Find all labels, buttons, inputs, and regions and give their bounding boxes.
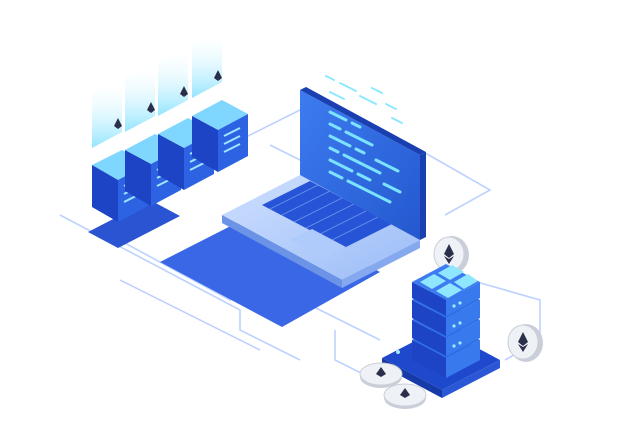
stack-top-tile: [420, 274, 446, 289]
status-lights: [452, 301, 462, 348]
ethereum-coin: [433, 236, 469, 274]
ethereum-icon: [518, 332, 528, 346]
glow-beam: [158, 46, 188, 116]
code-lines: [328, 110, 402, 204]
ethereum-icon: [444, 244, 454, 258]
ethereum-icon: [376, 367, 386, 377]
server-rack-group: [88, 30, 248, 248]
ethereum-coin: [359, 362, 403, 388]
floating-code: [325, 75, 403, 124]
glow-beam: [125, 62, 155, 132]
ethereum-coin: [507, 324, 543, 362]
laptop: [222, 75, 426, 288]
stack-top-tile: [438, 265, 464, 280]
ethereum-coin: [383, 383, 427, 409]
ethereum-icon: [400, 388, 410, 398]
server-stack: [382, 264, 500, 398]
laptop-shadow: [160, 210, 380, 327]
glow-beam: [192, 30, 222, 98]
stack-top-tile: [436, 283, 462, 298]
laptop-touchpad: [290, 229, 346, 258]
laptop-keyboard: [262, 181, 392, 248]
server-unit: [192, 100, 248, 172]
ethereum-icon: [114, 70, 222, 129]
glow-beam: [92, 78, 122, 148]
stack-top-tile: [454, 274, 478, 289]
